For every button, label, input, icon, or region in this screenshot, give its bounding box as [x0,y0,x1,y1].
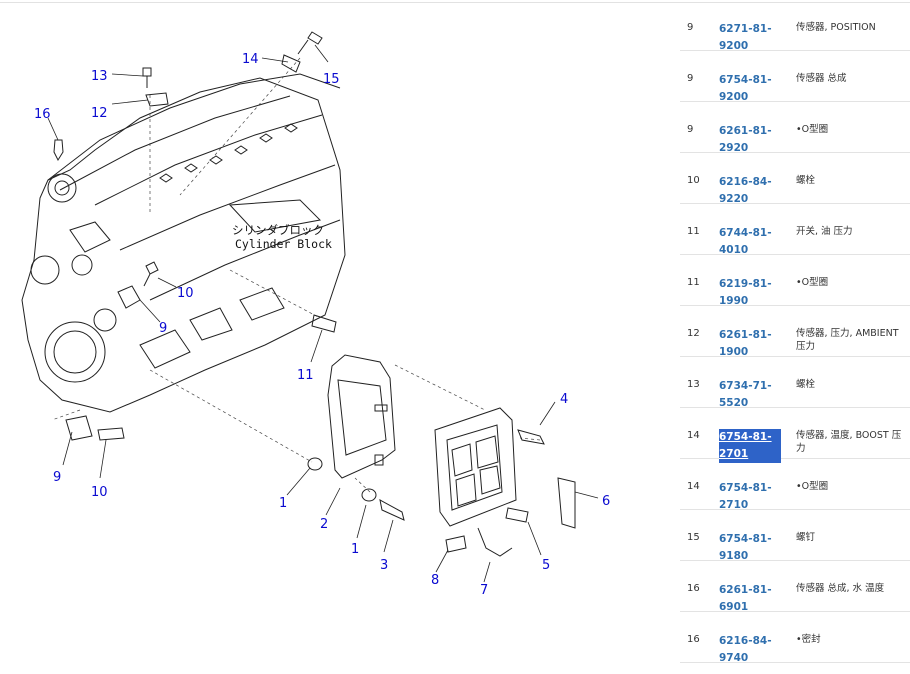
part-number-link[interactable]: 6271-81-9200 [719,23,772,52]
part-number-link[interactable]: 6734-71-5520 [719,380,772,409]
parts-row: 15 6754-81-9180 螺钉 [680,510,910,562]
callout-3: 3 [380,558,388,573]
parts-row: 16 6261-81-6901 传感器 总成, 水 温度 [680,561,910,613]
part-description: 传感器, 温度, BOOST 压力 [796,430,902,454]
bracket-drawing [327,354,396,479]
part-description: 传感器, 压力, AMBIENT 压力 [796,328,899,352]
row-index: 16 [687,634,700,645]
parts-row: 11 6219-81-1990 •O型圈 [680,255,910,307]
parts-row: 16 6216-84-9740 •密封 [680,612,910,664]
parts-row: 14 6754-81-2701 传感器, 温度, BOOST 压力 [680,408,910,463]
callout-9-upper: 9 [159,321,167,336]
part-number-link[interactable]: 6216-84-9740 [719,635,772,664]
callout-14: 14 [242,52,259,67]
callout-5: 5 [542,558,550,573]
callout-10-upper: 10 [177,286,194,301]
ecm-controller-drawing [434,407,517,527]
callout-8: 8 [431,573,439,588]
row-index: 9 [687,124,694,135]
parts-row: 9 6261-81-2920 •O型圈 [680,102,910,154]
leader-lines [51,57,541,493]
part-description: 螺钉 [796,532,816,543]
part-description: 螺栓 [796,379,816,390]
callout-10-lower: 10 [91,485,108,500]
parts-list: 9 6271-81-9200 传感器, POSITION 9 6754-81-9… [680,0,910,674]
row-index: 11 [687,277,700,288]
callout-4: 4 [560,392,568,407]
callout-16: 16 [34,107,51,122]
part-description: 传感器 总成, 水 温度 [796,583,885,594]
part-number-link[interactable]: 6754-81-9200 [719,74,772,103]
part-number-link[interactable]: 6744-81-4010 [719,227,772,256]
exploded-parts-diagram: シリンダブロック Cylinder Block 13 12 16 14 15 1… [21,31,610,598]
parts-row: 14 6754-81-2710 •O型圈 [680,459,910,511]
parts-row: 10 6216-84-9220 螺栓 [680,153,910,205]
callout-leaders [47,44,599,583]
row-index: 11 [687,226,700,237]
callout-1-left: 1 [279,496,287,511]
part-description: 开关, 油 压力 [796,226,853,237]
callout-6: 6 [602,494,610,509]
part-description: 传感器, POSITION [796,22,876,33]
cylinder-block-label-jp: シリンダブロック [232,223,324,237]
part-description: 螺栓 [796,175,816,186]
part-description: •密封 [796,634,821,645]
row-index: 16 [687,583,700,594]
row-index: 15 [687,532,700,543]
parts-row: 11 6744-81-4010 开关, 油 压力 [680,204,910,256]
part-number-link[interactable]: 6754-81-2710 [719,482,772,511]
callout-12: 12 [91,106,108,121]
row-index: 14 [687,481,700,492]
callout-1-right: 1 [351,542,359,557]
part-number-link-selected[interactable]: 6754-81-2701 [719,429,781,463]
parts-row: 9 6271-81-9200 传感器, POSITION [680,0,910,52]
cylinder-block-drawing [21,73,346,413]
callout-15: 15 [323,72,340,87]
part-number-link[interactable]: 6261-81-1900 [719,329,772,358]
callout-13: 13 [91,69,108,84]
part-number-link[interactable]: 6754-81-9180 [719,533,772,562]
row-index: 9 [687,22,694,33]
cylinder-block-label-en: Cylinder Block [235,237,332,251]
callout-2: 2 [320,517,328,532]
row-index: 14 [687,430,700,441]
callout-11: 11 [297,368,314,383]
row-index: 10 [687,175,700,186]
callout-9-lower: 9 [53,470,61,485]
part-number-link[interactable]: 6261-81-2920 [719,125,772,154]
parts-row: 13 6734-71-5520 螺栓 [680,357,910,409]
part-description: 传感器 总成 [796,73,847,84]
part-number-link[interactable]: 6216-84-9220 [719,176,772,205]
small-parts-drawing [53,31,576,557]
part-description: •O型圈 [796,124,829,135]
part-number-link[interactable]: 6219-81-1990 [719,278,772,307]
part-description: •O型圈 [796,481,829,492]
top-divider [0,2,910,3]
row-index: 9 [687,73,694,84]
part-description: •O型圈 [796,277,829,288]
parts-row: 9 6754-81-9200 传感器 总成 [680,51,910,103]
row-index: 13 [687,379,700,390]
row-index: 12 [687,328,700,339]
parts-row: 12 6261-81-1900 传感器, 压力, AMBIENT 压力 [680,306,910,358]
part-number-link[interactable]: 6261-81-6901 [719,584,772,613]
callout-7: 7 [480,583,488,598]
diagram-canvas: シリンダブロック Cylinder Block 13 12 16 14 15 1… [21,31,610,598]
